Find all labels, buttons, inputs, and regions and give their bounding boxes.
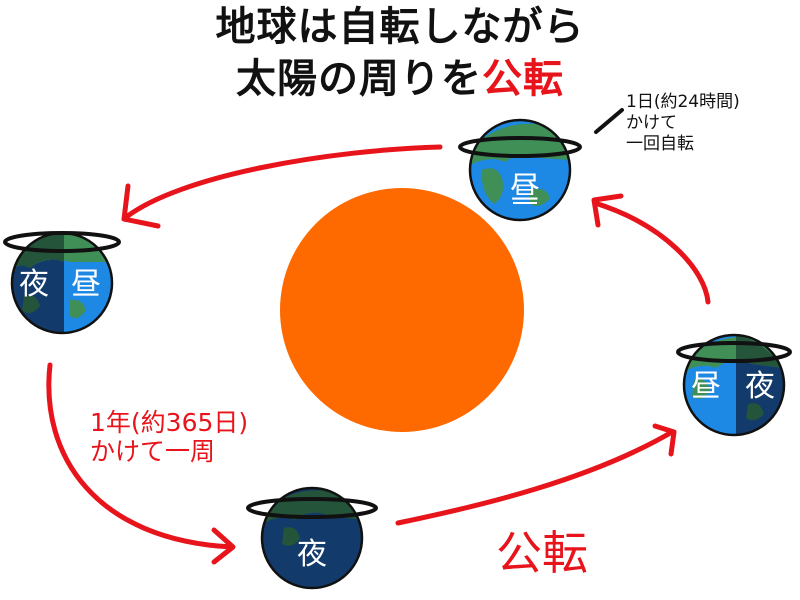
orbit-arrow-bottom-to-right bbox=[395, 429, 675, 526]
rotation-note: 1日(約24時間) かけて 一回自転 bbox=[626, 92, 740, 155]
rotation-note-line-1: 1日(約24時間) bbox=[626, 92, 740, 112]
orbit-note-line-1: 1年(約365日) bbox=[90, 408, 249, 437]
earth-left-day-label: 昼 bbox=[71, 267, 101, 302]
rotation-ring bbox=[3, 231, 121, 253]
arrowhead-left bbox=[121, 183, 161, 229]
title-line-1: 地球は自転しながら bbox=[215, 4, 585, 50]
earth-right-night-label: 夜 bbox=[745, 369, 775, 404]
orbit-arrow-top-to-left bbox=[122, 144, 443, 221]
rotation-note-line-2: かけて bbox=[626, 113, 677, 133]
earth-top-day-label: 昼 bbox=[510, 171, 540, 206]
orbit-arrow-right-to-top bbox=[592, 200, 711, 305]
earth-right bbox=[676, 333, 792, 437]
rotation-note-line-3: 一回自転 bbox=[626, 134, 694, 154]
earth-left-night-label: 夜 bbox=[19, 267, 49, 302]
arrowhead-top bbox=[591, 193, 624, 228]
earth-bottom-night-label: 夜 bbox=[297, 537, 327, 572]
rotation-note-leader bbox=[594, 108, 624, 134]
arrowhead-bottom bbox=[211, 527, 236, 565]
orbit-arrow-left-to-bottom bbox=[46, 362, 235, 550]
rotation-ring bbox=[676, 341, 792, 363]
sun bbox=[280, 188, 524, 432]
earth-right-day-label: 昼 bbox=[691, 369, 721, 404]
rotation-ring bbox=[458, 136, 582, 158]
earth-top bbox=[458, 118, 582, 222]
orbit-note-line-2: かけて一周 bbox=[90, 437, 216, 466]
earth-bottom bbox=[246, 486, 378, 590]
revolution-label: 公転 bbox=[496, 526, 588, 580]
rotation-ring bbox=[246, 497, 378, 519]
arrowhead-right bbox=[652, 423, 677, 457]
title-line-2: 太陽の周りを公転 bbox=[0, 56, 800, 102]
title-line-2-accent: 公転 bbox=[482, 56, 564, 102]
title-line-2-main: 太陽の周りを bbox=[236, 56, 482, 102]
orbit-arrows bbox=[46, 144, 711, 565]
orbit-note: 1年(約365日) かけて一周 bbox=[90, 408, 248, 466]
